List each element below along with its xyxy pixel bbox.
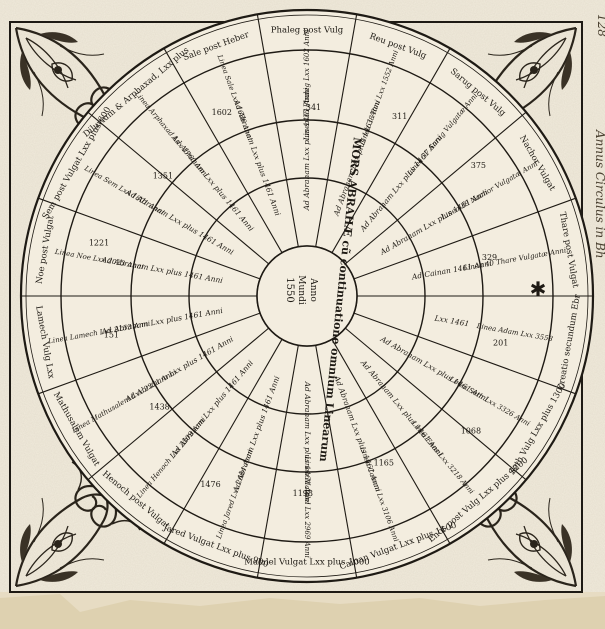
inner-ring-label: Ad Abraham Lxx plus 1461 Anni	[302, 87, 311, 211]
year-numeral: 1068	[461, 427, 481, 436]
sector-spoke	[38, 197, 261, 280]
inner-ring-label: Ad Abraham Lxx plus 1461 Anni	[303, 381, 312, 505]
year-numeral: 1165	[374, 458, 394, 467]
year-numeral: 311	[392, 112, 407, 121]
year-numeral: 1602	[212, 108, 232, 117]
year-numeral: 1476	[200, 480, 220, 489]
star-marker-icon: ✱	[530, 277, 547, 301]
sector-spoke	[256, 14, 299, 247]
sector-spoke	[331, 339, 451, 544]
year-numerals: 341 311 375 329 201 1068 1165 1198 1476 1438 151 12…	[89, 103, 509, 498]
sector-spoke	[344, 111, 527, 265]
sector-spoke	[315, 345, 358, 578]
sector-spoke	[353, 197, 576, 280]
folio-number: 128	[595, 14, 605, 37]
year-numeral: 1438	[149, 403, 169, 412]
sector-spoke	[87, 111, 270, 265]
year-numeral: 375	[471, 161, 486, 170]
sector-spoke	[315, 14, 358, 247]
year-numeral: 1198	[293, 489, 313, 498]
sector-spoke	[163, 339, 283, 544]
outer-ring-label: Malalel Vulgat Lxx plus 1000	[244, 558, 369, 568]
sector-spoke	[331, 48, 451, 253]
sector-spoke	[344, 327, 527, 481]
year-numeral: 1221	[89, 239, 109, 248]
sector-spoke	[87, 327, 270, 481]
outer-ring-label: Phaleg post Vulg	[271, 26, 344, 36]
chart-spokes	[21, 14, 593, 578]
middle-ring-label: Linea 35 Phaleg Lxx 1602 Anni	[303, 30, 311, 142]
year-numeral: 341	[306, 103, 321, 112]
middle-ring-label: Linea Malalel Lxx 2969 Anni	[303, 455, 311, 558]
sector-spoke	[163, 48, 283, 253]
gutter-title: Annus Circulus in Bh	[593, 129, 605, 259]
sector-spoke	[256, 345, 299, 578]
year-numeral: 151	[104, 331, 119, 340]
center-anno: Anno	[308, 277, 318, 302]
center-mundi: Mundi	[296, 275, 306, 305]
year-numeral: 329	[482, 253, 497, 262]
aged-edge	[0, 594, 605, 629]
sector-spoke	[353, 312, 576, 395]
sector-spoke	[38, 312, 261, 395]
year-numeral: 1351	[153, 171, 173, 180]
year-numeral: 201	[493, 339, 508, 348]
center-year: 1550	[284, 277, 295, 302]
